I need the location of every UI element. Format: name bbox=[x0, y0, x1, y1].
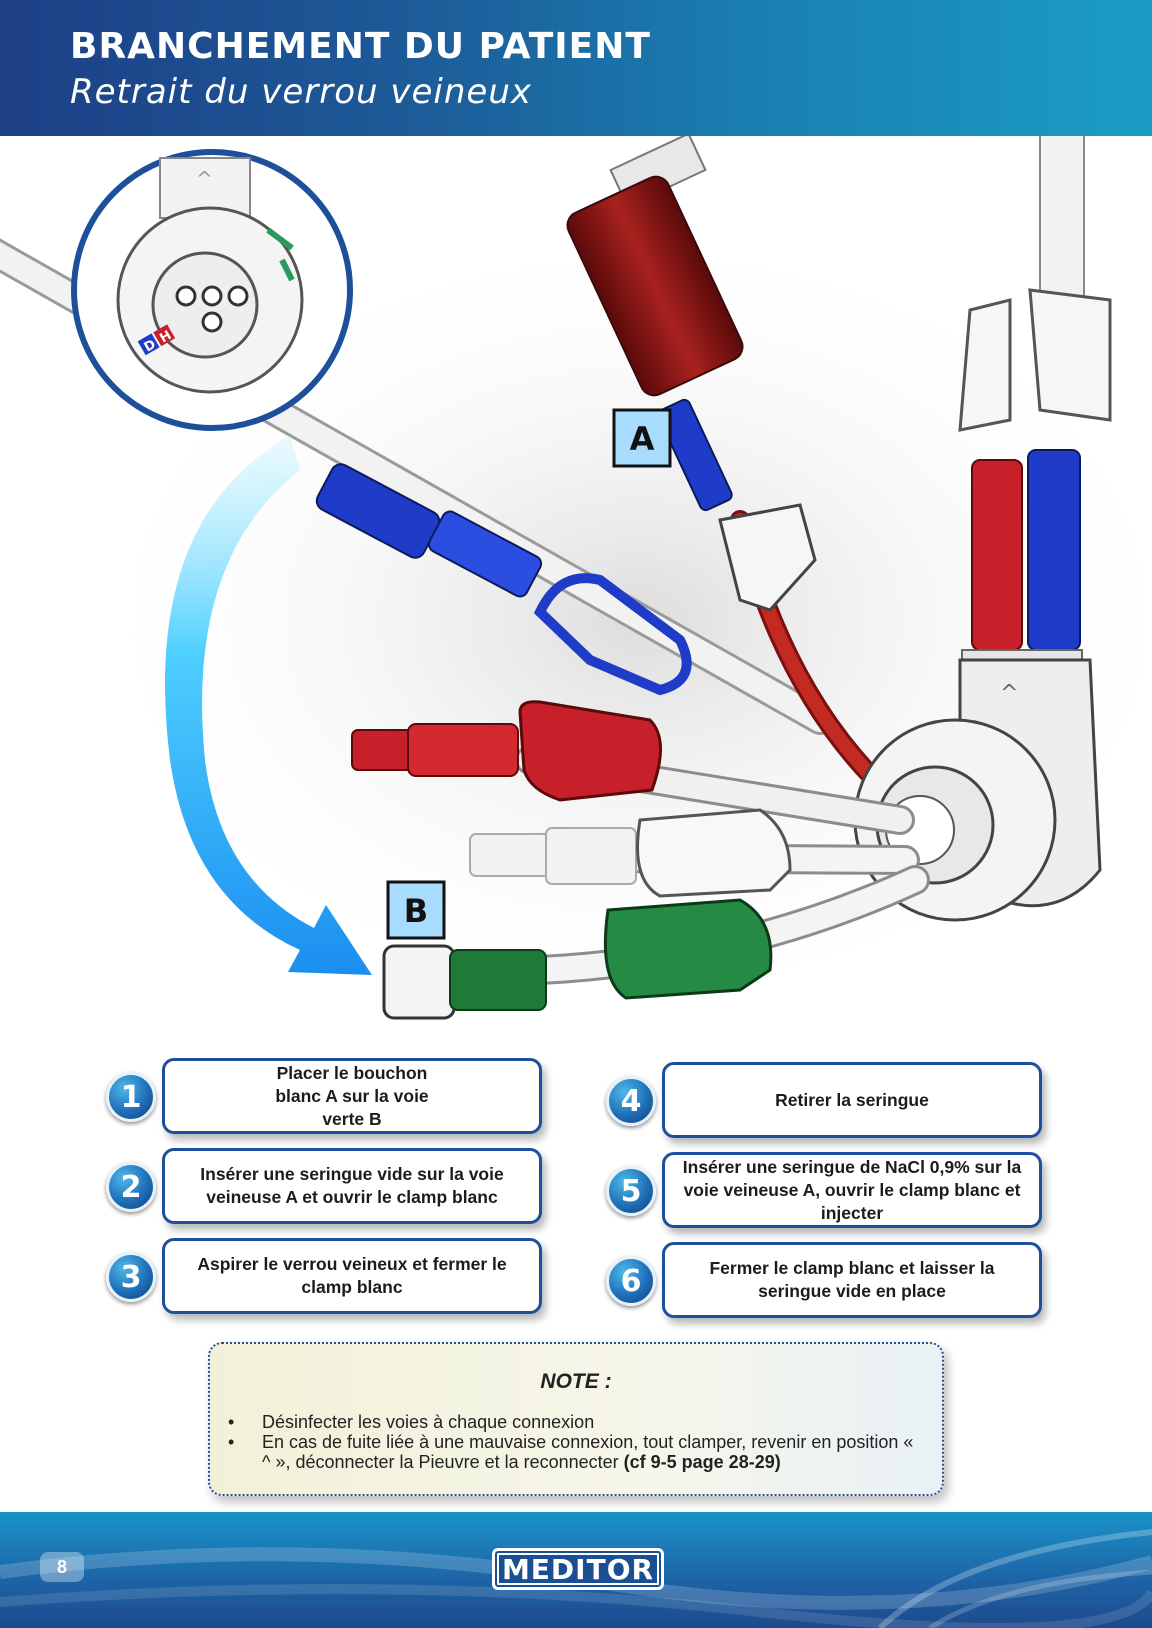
step-number: 5 bbox=[606, 1166, 656, 1216]
page-header: BRANCHEMENT DU PATIENT Retrait du verrou… bbox=[0, 0, 1152, 136]
red-clamp bbox=[518, 700, 662, 802]
page-footer: 8 MEDITOR bbox=[0, 1512, 1152, 1628]
note-item-reference: (cf 9-5 page 28-29) bbox=[623, 1452, 781, 1472]
hub-caret: ^ bbox=[1000, 681, 1018, 706]
bullet-icon: • bbox=[228, 1432, 235, 1452]
note-item-text: En cas de fuite liée à une mauvaise conn… bbox=[262, 1432, 914, 1472]
step-number: 3 bbox=[106, 1252, 156, 1302]
white-line-clamp bbox=[636, 808, 792, 898]
label-b-text: B bbox=[404, 892, 428, 930]
white-clamp bbox=[718, 503, 817, 612]
green-clamp bbox=[603, 898, 773, 1000]
step-text: Insérer une seringue de NaCl 0,9% sur la… bbox=[662, 1152, 1042, 1228]
step-text: Insérer une seringue vide sur la voie ve… bbox=[162, 1148, 542, 1224]
meditor-logo: MEDITOR bbox=[492, 1548, 664, 1590]
catheter-illustration: ^ ^ bbox=[0, 136, 1152, 1020]
note-item: • Désinfecter les voies à chaque connexi… bbox=[224, 1412, 924, 1432]
step-text: Placer le bouchon blanc A sur la voie ve… bbox=[162, 1058, 542, 1134]
step-number: 6 bbox=[606, 1256, 656, 1306]
white-line-connector bbox=[469, 808, 920, 898]
bullet-icon: • bbox=[228, 1412, 235, 1432]
white-cap bbox=[382, 944, 456, 1020]
page-number: 8 bbox=[40, 1552, 84, 1582]
step-number: 4 bbox=[606, 1076, 656, 1126]
step-text: Retirer la seringue bbox=[662, 1062, 1042, 1138]
label-a: A bbox=[612, 408, 672, 468]
blue-clamp bbox=[533, 573, 692, 696]
note-item-text: Désinfecter les voies à chaque connexion bbox=[262, 1412, 595, 1432]
page-title: BRANCHEMENT DU PATIENT bbox=[70, 26, 651, 67]
note-title: NOTE : bbox=[540, 1370, 612, 1393]
step-number: 2 bbox=[106, 1162, 156, 1212]
step-text: Aspirer le verrou veineux et fermer le c… bbox=[162, 1238, 542, 1314]
note-item: • En cas de fuite liée à une mauvaise co… bbox=[224, 1432, 924, 1472]
page-subtitle: Retrait du verrou veineux bbox=[70, 72, 532, 112]
svg-text:^: ^ bbox=[196, 167, 213, 191]
label-a-text: A bbox=[630, 420, 655, 458]
note-box: NOTE : • Désinfecter les voies à chaque … bbox=[208, 1342, 944, 1496]
direction-arrow bbox=[165, 436, 372, 975]
step-number: 1 bbox=[106, 1072, 156, 1122]
green-line-connector bbox=[382, 865, 930, 1020]
red-arterial-connector bbox=[351, 700, 915, 835]
zoom-inset: ^ D H bbox=[71, 149, 353, 431]
syringe-illustration bbox=[566, 136, 744, 512]
step-text: Fermer le clamp blanc et laisser la seri… bbox=[662, 1242, 1042, 1318]
note-list: • Désinfecter les voies à chaque connexi… bbox=[224, 1412, 924, 1472]
label-b: B bbox=[386, 880, 446, 940]
blue-venous-connector bbox=[315, 463, 692, 696]
